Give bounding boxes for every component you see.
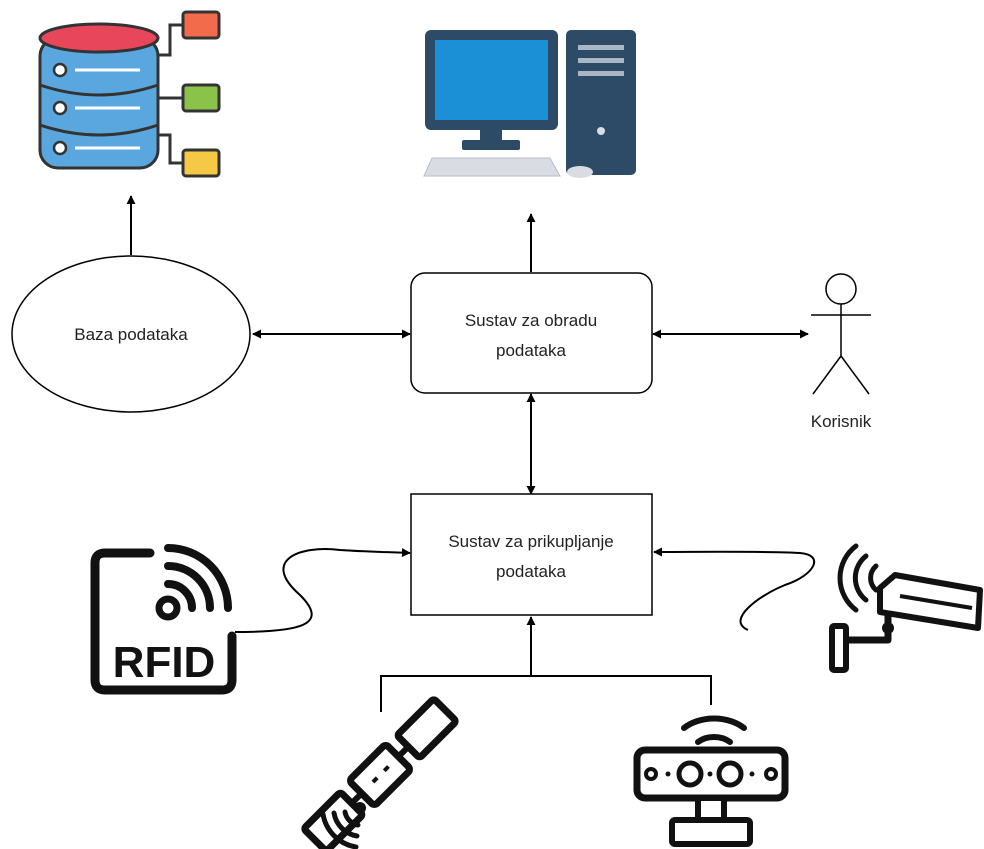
user-label: Korisnik: [811, 412, 872, 431]
database-label: Baza podataka: [74, 325, 188, 344]
collection-node: Sustav za prikupljanje podataka: [410, 493, 653, 616]
collection-label-line1: Sustav za prikupljanje: [448, 532, 613, 551]
depth-sensor-icon: [633, 715, 789, 847]
database-server-icon: [38, 10, 221, 178]
connectors: [126, 195, 815, 712]
processing-node: Sustav za obradu podataka: [410, 272, 653, 394]
security-camera-icon: [829, 543, 983, 673]
satellite-icon: [301, 696, 459, 849]
processing-label-line2: podataka: [496, 341, 566, 360]
rfid-icon: RFID: [90, 544, 237, 695]
collection-label-line2: podataka: [496, 562, 566, 581]
rfid-text: RFID: [113, 638, 216, 687]
user-actor-icon: Korisnik: [811, 273, 872, 431]
database-node: Baza podataka: [11, 255, 251, 413]
processing-label-line1: Sustav za obradu: [465, 311, 597, 330]
computer-icon: [423, 30, 636, 178]
